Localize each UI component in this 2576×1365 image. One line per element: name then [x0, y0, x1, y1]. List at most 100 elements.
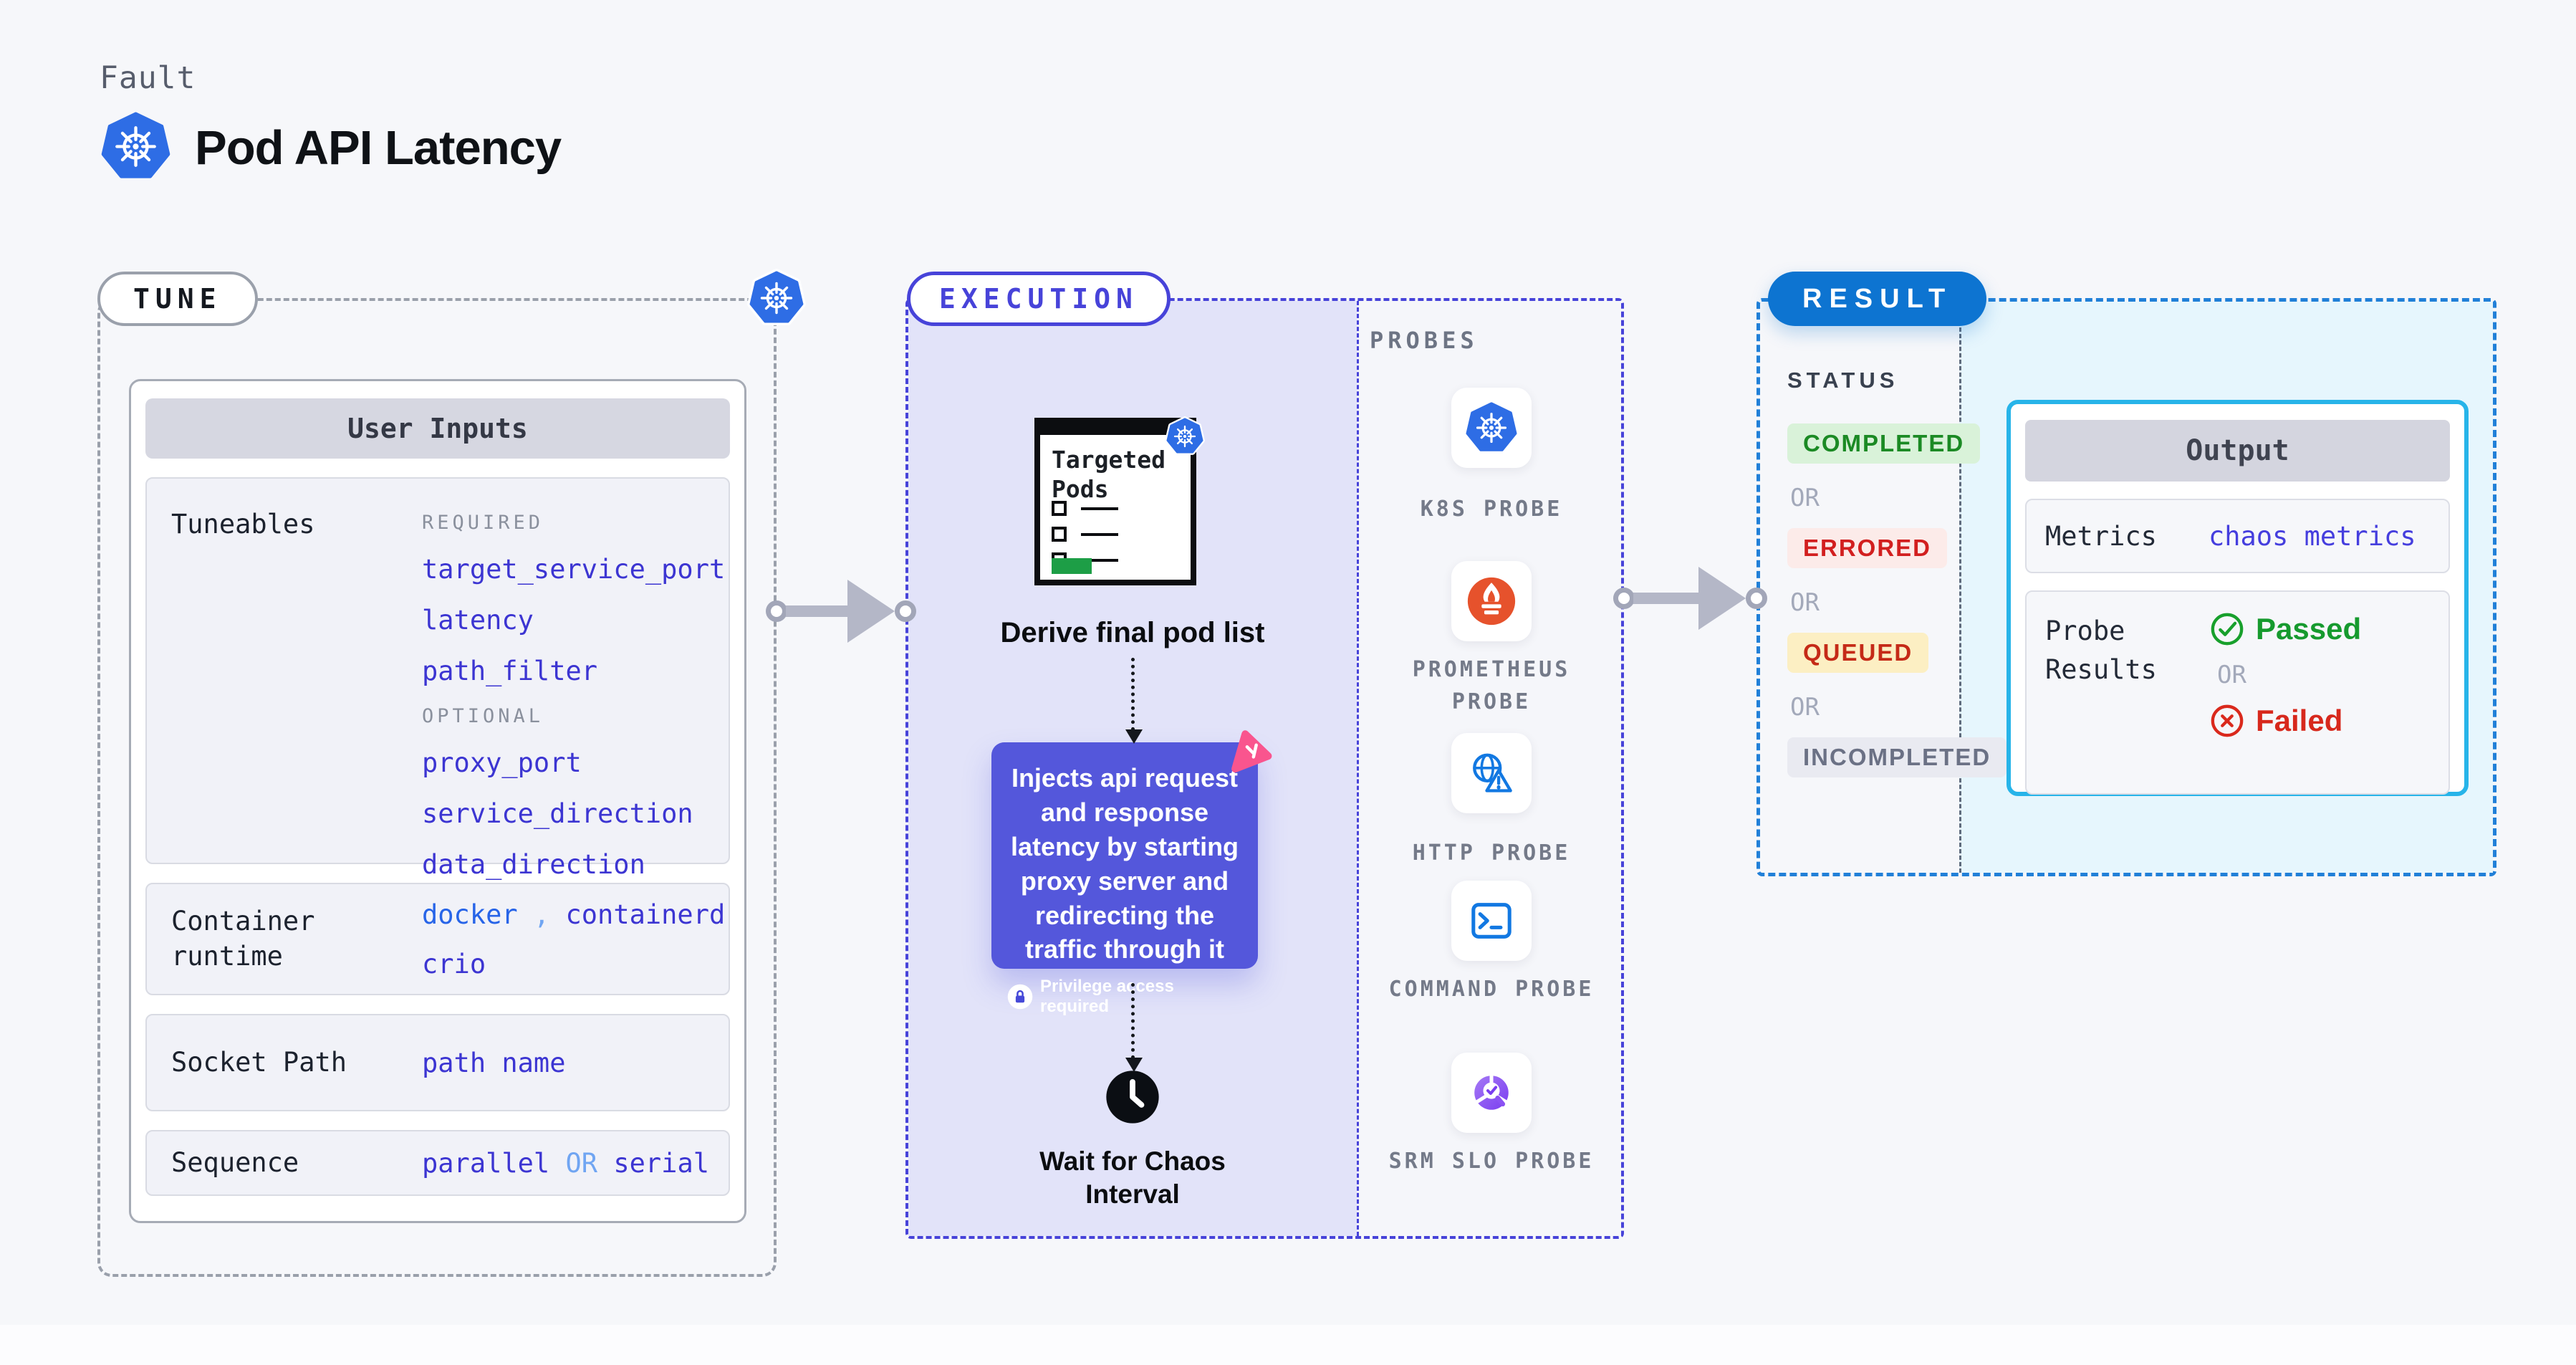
tune-pill: TUNE	[97, 272, 258, 326]
tune-panel	[97, 298, 777, 1277]
result-panel: STATUS COMPLETED OR ERRORED OR QUEUED OR…	[1756, 298, 2496, 876]
kubernetes-icon	[1466, 402, 1517, 454]
sequence-or: OR	[565, 1147, 598, 1179]
tuneables-row: Tuneables REQUIRED target_service_port l…	[145, 477, 730, 880]
execution-pill: EXECUTION	[907, 272, 1171, 326]
kubernetes-icon	[101, 112, 170, 181]
arrow-head	[1698, 567, 1746, 630]
kubernetes-icon	[745, 267, 808, 330]
probe-label: PROMETHEUS PROBE	[1412, 657, 1571, 714]
privilege-note: Privilege access required	[1007, 977, 1242, 1017]
pod-line	[1081, 507, 1118, 510]
inject-latency-card: Injects api request and response latency…	[991, 742, 1258, 1016]
execution-probes-divider	[1357, 301, 1359, 1236]
sequence-serial: serial	[613, 1147, 709, 1179]
arrow-head	[1125, 1058, 1143, 1072]
required-label: REQUIRED	[422, 512, 544, 534]
metrics-label: Metrics	[2045, 520, 2157, 552]
pod-line	[1081, 532, 1118, 536]
result-pill: RESULT	[1768, 272, 1987, 326]
probe-results-values: Passed OR Failed	[2210, 612, 2361, 793]
flow-arrow-down	[1125, 983, 1143, 1072]
socket-path-row: Socket Path path name	[145, 1014, 730, 1111]
probe-label: COMMAND PROBE	[1388, 977, 1595, 1002]
status-badge-incompleted: INCOMPLETED	[1787, 737, 2007, 777]
chaos-icon	[1228, 729, 1274, 775]
optional-label: OPTIONAL	[422, 705, 544, 727]
tuneables-values: REQUIRED target_service_port latency pat…	[422, 507, 726, 880]
failed-label: Failed	[2256, 704, 2343, 737]
probes-heading: PROBES	[1370, 327, 1479, 354]
sequence-value: parallel OR serial	[422, 1148, 709, 1179]
runtime-docker: docker	[422, 899, 518, 930]
probe-label: HTTP PROBE	[1412, 840, 1571, 866]
or-label: OR	[1790, 484, 1820, 512]
fault-kicker: Fault	[100, 60, 196, 96]
probe-results-row: Probe Results Passed OR Failed	[2025, 590, 2450, 795]
tuneables-label: Tuneables	[171, 509, 315, 540]
arrow-shaft	[786, 605, 849, 617]
container-runtime-row: Container runtime docker , containerd cr…	[145, 883, 730, 995]
runtime-containerd: containerd	[565, 899, 726, 930]
kubernetes-icon	[1163, 415, 1206, 458]
passed-label: Passed	[2256, 612, 2362, 646]
page-title: Pod API Latency	[195, 121, 562, 175]
status-output-divider	[1959, 302, 1961, 873]
tuneable-param: data_direction	[422, 849, 645, 880]
status-heading: STATUS	[1787, 368, 1899, 393]
clock-icon	[1105, 1069, 1160, 1125]
output-card: Output Metrics chaos metrics Probe Resul…	[2007, 400, 2469, 796]
flow-arrow-down	[1125, 658, 1143, 744]
or-label: OR	[1790, 588, 1820, 617]
arrow-head	[847, 580, 895, 643]
arrow-shaft	[1633, 593, 1700, 604]
lock-icon	[1007, 984, 1033, 1010]
status-column: STATUS COMPLETED OR ERRORED OR QUEUED OR…	[1787, 368, 2007, 798]
arrow-head	[1125, 729, 1143, 744]
user-inputs-header: User Inputs	[145, 398, 730, 459]
passed-line: Passed	[2210, 612, 2361, 646]
slo-donut-check-icon	[1466, 1067, 1517, 1119]
targeted-pods-titlebar	[1040, 423, 1191, 435]
probe-card-srm-slo	[1451, 1053, 1532, 1133]
sequence-label: Sequence	[171, 1146, 299, 1178]
derive-pod-list-label: Derive final pod list	[1000, 617, 1265, 648]
terminal-icon	[1466, 895, 1517, 947]
privilege-label: Privilege access required	[1040, 977, 1174, 1017]
targeted-pods-title: Targeted Pods	[1052, 446, 1166, 504]
runtime-crio: crio	[422, 948, 486, 980]
metrics-row: Metrics chaos metrics	[2025, 499, 2450, 573]
sequence-parallel: parallel	[422, 1147, 550, 1179]
execution-panel: Targeted Pods Derive final pod list Inje…	[905, 298, 1624, 1239]
connector-dot	[895, 600, 916, 622]
wait-chaos-interval-label: Wait for Chaos Interval	[1039, 1146, 1226, 1210]
probe-card-prometheus	[1451, 561, 1532, 641]
connector-dot	[1746, 588, 1767, 609]
probe-card-k8s	[1451, 388, 1532, 468]
output-header: Output	[2025, 420, 2450, 482]
tuneable-param: path_filter	[422, 656, 598, 686]
status-badge-errored: ERRORED	[1787, 528, 1948, 568]
tuneable-param: proxy_port	[422, 747, 582, 778]
sequence-row: Sequence parallel OR serial	[145, 1130, 730, 1196]
pod-line	[1081, 558, 1118, 562]
socket-path-label: Socket Path	[171, 1046, 347, 1078]
pod-checkbox-row	[1052, 527, 1118, 542]
container-runtime-label: Container runtime	[171, 906, 315, 972]
flow-arrow-execution-to-result	[1613, 566, 1767, 631]
inject-description: Injects api request and response latency…	[1010, 763, 1239, 964]
or-label: OR	[1790, 693, 1820, 722]
probe-results-label: Probe Results	[2045, 616, 2157, 685]
runtime-line1: docker , containerd	[422, 899, 725, 930]
connector-dot	[766, 600, 787, 622]
flow-arrow-tune-to-execution	[766, 579, 916, 643]
checkbox-icon	[1052, 527, 1067, 542]
tuneable-param: target_service_port	[422, 554, 726, 585]
status-badge-queued: QUEUED	[1787, 633, 1929, 673]
connector-dot	[1613, 588, 1635, 609]
pod-checkbox-row	[1052, 501, 1118, 516]
failed-line: Failed	[2210, 704, 2342, 738]
prometheus-icon	[1466, 575, 1517, 627]
x-circle-icon	[2210, 704, 2244, 738]
tuneable-param: service_direction	[422, 798, 693, 829]
